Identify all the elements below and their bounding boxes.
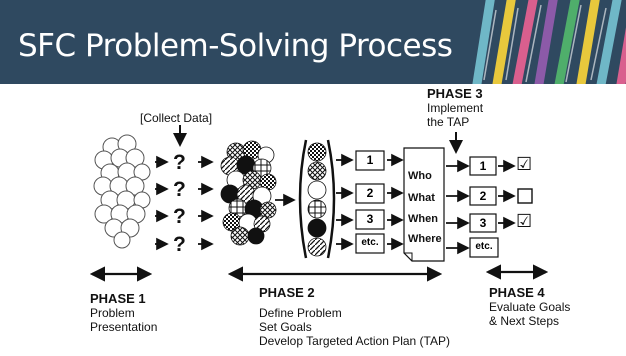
plan-boxes-left	[355, 150, 385, 254]
plan-box-label: 1	[479, 159, 487, 173]
question-mark: ?	[173, 178, 186, 201]
plan-box-label: 2	[479, 189, 487, 203]
problem-circles	[93, 134, 151, 249]
implement-arrows	[446, 159, 516, 255]
questions-sheet	[403, 147, 445, 262]
plan-box-label: 2	[366, 186, 374, 200]
empty-checkbox	[517, 188, 533, 204]
phase4-heading: PHASE 4	[489, 285, 545, 300]
phase2-heading: PHASE 2	[259, 285, 315, 300]
title-bar: SFC Problem-Solving Process	[0, 0, 626, 84]
phase2-line2: Set Goals	[259, 320, 312, 334]
question-what: What	[408, 192, 435, 204]
question-mark: ?	[173, 233, 186, 256]
question-who: Who	[408, 170, 432, 182]
phase1-line1: Problem	[90, 306, 135, 320]
plan-box-label: 3	[366, 212, 374, 226]
question-when: When	[408, 213, 438, 225]
prioritized-stack	[298, 139, 336, 259]
decorative-stripes	[472, 0, 626, 84]
phase2-line1: Define Problem	[259, 306, 342, 320]
question-mark: ?	[173, 205, 186, 228]
slide-title: SFC Problem-Solving Process	[18, 28, 453, 64]
plan-box-label: 1	[366, 153, 374, 167]
checked-box-icon: ☑	[516, 211, 533, 231]
phase1-heading: PHASE 1	[90, 291, 146, 306]
plan-boxes-right	[469, 156, 499, 258]
phase3-line2: the TAP	[427, 115, 470, 129]
phase3-line1: Implement	[427, 101, 484, 115]
checked-box-icon: ☑	[516, 154, 533, 174]
question-mark: ?	[173, 151, 186, 174]
plan-box-label: etc.	[361, 237, 379, 248]
process-diagram	[89, 125, 549, 282]
analyzed-data-cluster	[220, 140, 277, 246]
phase3-heading: PHASE 3	[427, 86, 483, 101]
phase2-line3: Develop Targeted Action Plan (TAP)	[259, 334, 450, 348]
phase4-line2: & Next Steps	[489, 314, 560, 328]
phase4-line1: Evaluate Goals	[489, 300, 571, 314]
collect-data-label: [Collect Data]	[140, 111, 213, 125]
plan-arrows	[336, 153, 404, 251]
phase-span-arrows	[89, 264, 549, 282]
plan-box-label: etc.	[475, 241, 493, 252]
question-where: Where	[408, 233, 442, 245]
phase1-line2: Presentation	[90, 320, 158, 334]
input-arrows	[155, 155, 214, 251]
plan-box-label: 3	[479, 216, 487, 230]
